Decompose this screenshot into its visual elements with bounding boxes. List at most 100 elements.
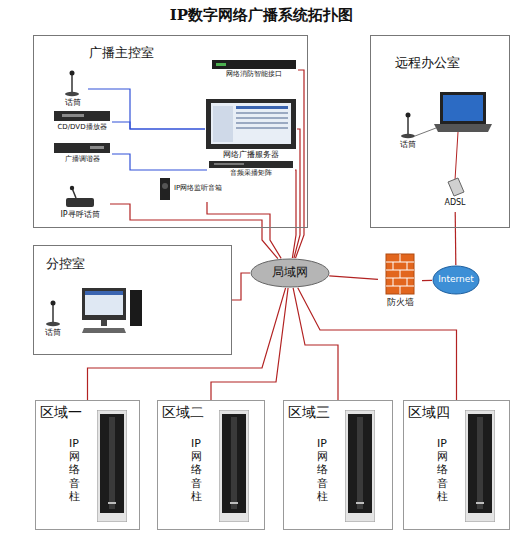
node-label: 广播调谐器 xyxy=(52,155,112,163)
node-label: 话筒 xyxy=(393,140,423,150)
diagram-title: IP数字网络广播系统拓扑图 xyxy=(0,6,523,25)
connector xyxy=(422,280,432,281)
connector xyxy=(455,212,457,265)
node-label: 广播主控室 xyxy=(89,45,179,61)
connector xyxy=(211,288,288,400)
node-label: ADSL xyxy=(435,198,475,208)
node-label: CD/DVD播放器 xyxy=(52,123,112,131)
node-label: 音频采播矩阵 xyxy=(207,169,295,177)
zone-box: 区域一 IP 网 络 音 柱 xyxy=(35,400,140,530)
speaker-column xyxy=(345,410,375,522)
connector xyxy=(292,170,296,258)
room-box: 分控室话筒 xyxy=(33,245,232,355)
laptop-screen xyxy=(443,95,483,121)
node-label: 远程办公室 xyxy=(395,55,485,71)
device: 话筒 xyxy=(38,298,68,340)
room-box: 远程办公室话筒 ADSL xyxy=(370,35,510,228)
node-label: 网络消防智能接口 xyxy=(210,70,298,78)
tuner-unit xyxy=(54,143,110,153)
microphone-stem xyxy=(407,115,409,134)
microphone-base xyxy=(46,322,60,326)
firewall-icon xyxy=(386,254,414,294)
laptop-lid xyxy=(440,92,486,124)
microphone-stem xyxy=(71,73,73,92)
laptop-base xyxy=(434,124,492,132)
node-label: 话筒 xyxy=(58,98,88,108)
node-label: 区域一 xyxy=(40,404,100,421)
rack-light xyxy=(216,63,226,66)
node-label: 网络广播服务器 xyxy=(205,150,297,160)
screen-panel xyxy=(213,106,233,142)
firewall-bricks xyxy=(386,254,414,294)
player-tray xyxy=(62,114,84,117)
device: 音频采播矩阵 xyxy=(207,161,295,179)
pc-tower xyxy=(130,290,142,326)
connector xyxy=(298,288,457,400)
connector xyxy=(329,276,378,280)
network-ellipse: 局域网 xyxy=(250,258,330,288)
zone-box: 区域二 IP 网 络 音 柱 xyxy=(157,400,265,530)
connector xyxy=(293,288,338,400)
speaker-column xyxy=(97,410,127,522)
connector xyxy=(112,122,205,129)
device: ADSL xyxy=(435,178,475,212)
connector xyxy=(294,129,300,258)
connector xyxy=(110,204,278,259)
ellipse-shape xyxy=(251,259,329,287)
microphone-base xyxy=(65,92,79,96)
speaker-cone xyxy=(162,183,168,189)
device: 话筒 xyxy=(393,110,423,152)
wire xyxy=(455,132,458,180)
modem-icon xyxy=(448,178,464,196)
microphone-stem xyxy=(52,303,54,322)
device: 网络消防智能接口 xyxy=(210,59,298,81)
screen-line xyxy=(236,117,288,119)
screen-bar xyxy=(85,291,123,295)
matrix-unit xyxy=(209,161,293,168)
node-note: IP 网 络 音 柱 xyxy=(188,437,204,503)
keyboard xyxy=(82,328,126,333)
monitor-stand xyxy=(101,320,107,326)
microphone-head xyxy=(406,113,411,118)
connector xyxy=(295,70,304,258)
connector xyxy=(207,202,281,258)
device: 网络广播服务器 xyxy=(205,98,297,160)
node-label: 话筒 xyxy=(38,328,68,338)
device: IP网络监听音箱 xyxy=(158,178,256,202)
paging-base xyxy=(66,198,94,207)
matrix-ports xyxy=(214,163,244,165)
device: CD/DVD播放器 xyxy=(52,110,112,134)
speaker-column xyxy=(219,410,249,522)
node-label: 区域二 xyxy=(162,404,222,421)
microphone-head xyxy=(70,71,75,76)
node-label: 区域四 xyxy=(408,404,468,421)
monitor-frame xyxy=(82,288,126,320)
device: IP寻呼话筒 xyxy=(50,186,110,222)
node-label: 区域三 xyxy=(288,404,348,421)
speaker-icon xyxy=(160,178,170,200)
node-note: IP 网 络 音 柱 xyxy=(66,437,82,503)
firewall: 防火墙 xyxy=(378,250,422,312)
connector xyxy=(232,273,250,300)
node-note: IP 网 络 音 柱 xyxy=(434,437,450,503)
screen-bar xyxy=(236,106,288,109)
speaker-column xyxy=(465,410,495,522)
ellipse-shape xyxy=(433,266,479,294)
microphone-base xyxy=(401,134,415,138)
wire xyxy=(415,128,436,136)
connector xyxy=(88,288,286,400)
zone-box: 区域三 IP 网 络 音 柱 xyxy=(283,400,393,530)
monitor-screen xyxy=(211,103,291,144)
screen-line xyxy=(236,122,288,124)
monitor-frame xyxy=(206,99,296,149)
screen-line xyxy=(236,127,288,129)
node-label: 分控室 xyxy=(46,256,116,272)
player-unit xyxy=(54,111,110,121)
device: 话筒 xyxy=(58,70,88,108)
connector xyxy=(112,154,207,170)
node-label: Internet xyxy=(432,274,480,285)
node-note: IP 网 络 音 柱 xyxy=(314,437,330,503)
room-box: 广播主控室话筒 网络消防智能接口网络广播服务器 CD/DVD播放器广播调谐器音频采播… xyxy=(33,35,308,228)
